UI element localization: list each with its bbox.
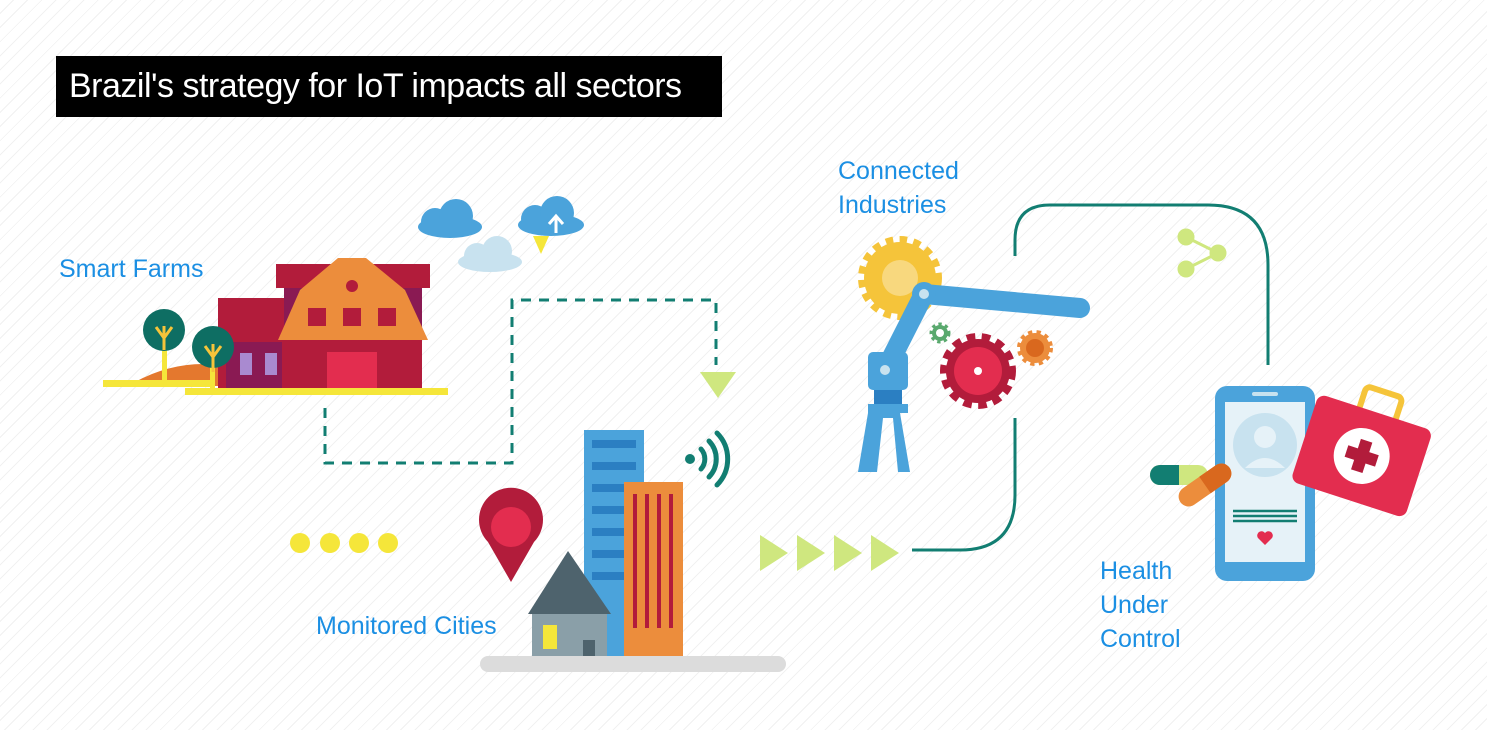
- location-pin-icon: [478, 487, 543, 582]
- gear-icon: [1017, 330, 1053, 366]
- gear-icon: [940, 333, 1016, 409]
- tree-icon: [192, 326, 234, 390]
- label-line: Connected: [838, 157, 959, 185]
- cloud-upload-icon: [518, 196, 584, 254]
- smartphone: [1215, 386, 1315, 581]
- health-illustration: [1150, 228, 1431, 581]
- gear-icon: [929, 322, 951, 344]
- share-icon: [1177, 228, 1227, 278]
- cloud-icon: [418, 199, 482, 238]
- label-line: Industries: [838, 191, 947, 219]
- pill-icon: [1150, 465, 1208, 485]
- heart-icon: [1257, 531, 1273, 545]
- label-smart-farms: Smart Farms: [59, 255, 204, 283]
- label-monitored-cities: Monitored Cities: [316, 612, 497, 640]
- industry-illustration: [858, 236, 1090, 472]
- cloud-icon: [458, 236, 522, 272]
- connector-industry-to-health: [1013, 203, 1270, 365]
- connector-farm-to-city: [323, 298, 718, 465]
- user-avatar-icon: [1233, 413, 1297, 477]
- first-aid-kit-icon: [1292, 384, 1431, 517]
- connector-city-to-industry: [912, 418, 1017, 552]
- robot-arm: [858, 282, 1090, 472]
- wifi-signal-icon: [685, 430, 731, 488]
- farm-illustration: [103, 258, 448, 395]
- label-health-under-control: Health Under Control: [1100, 554, 1181, 656]
- triangle-arrow-icon: [700, 372, 736, 398]
- play-arrows-row: [760, 535, 899, 571]
- label-line: Under: [1100, 591, 1169, 619]
- tree-icon: [143, 309, 185, 382]
- gear-icon: [858, 236, 942, 320]
- label-line: Health: [1100, 557, 1173, 585]
- city-illustration: [478, 430, 786, 672]
- capsule-icon: [1178, 463, 1232, 507]
- label-connected-industries: Connected Industries: [838, 154, 959, 222]
- label-line: Control: [1100, 625, 1181, 653]
- dots-row: [290, 533, 398, 553]
- page-title: Brazil's strategy for IoT impacts all se…: [56, 56, 722, 117]
